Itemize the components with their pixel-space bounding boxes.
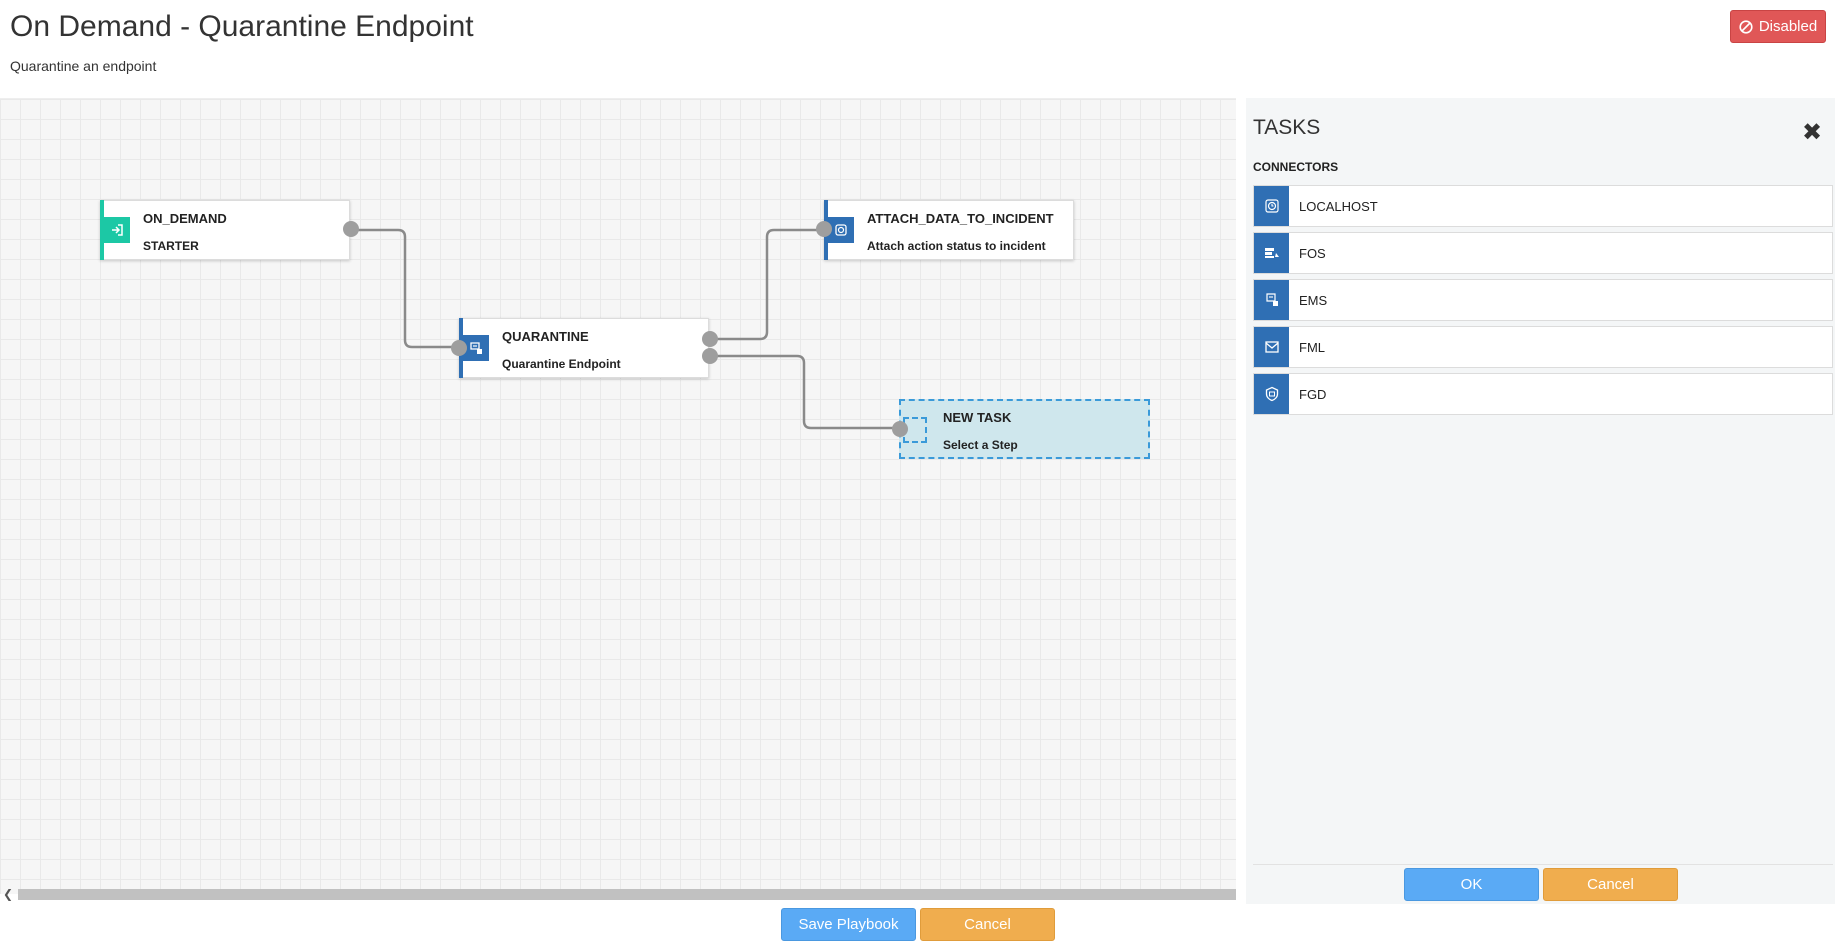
- page-subtitle: Quarantine an endpoint: [10, 58, 157, 74]
- connector-label: FOS: [1299, 245, 1326, 261]
- connector-item-fml[interactable]: FML: [1253, 326, 1833, 368]
- panel-divider: [1253, 864, 1833, 865]
- input-port[interactable]: [451, 340, 467, 356]
- connector-list: LOCALHOST FOS EMS FML FGD: [1253, 185, 1833, 420]
- connector-label: FML: [1299, 339, 1325, 355]
- node-on-demand[interactable]: ON_DEMAND STARTER: [100, 200, 359, 260]
- save-playbook-button[interactable]: Save Playbook: [781, 908, 916, 941]
- scrollbar-thumb[interactable]: [18, 889, 1236, 900]
- tasks-panel: TASKS ✖ CONNECTORS LOCALHOST FOS EMS FML: [1246, 98, 1835, 904]
- node-accent-bar: [100, 200, 104, 260]
- node-subtitle: STARTER: [143, 239, 199, 253]
- connector-item-fos[interactable]: FOS: [1253, 232, 1833, 274]
- node-title: QUARANTINE: [502, 329, 589, 344]
- input-port[interactable]: [892, 421, 908, 437]
- output-port[interactable]: [343, 221, 359, 237]
- clock-icon: [1254, 186, 1289, 226]
- input-port[interactable]: [816, 221, 832, 237]
- ban-icon: [1739, 19, 1753, 34]
- scroll-left-arrow-icon[interactable]: ❮: [2, 887, 14, 901]
- connector-label: LOCALHOST: [1299, 198, 1378, 214]
- node-attach-data-to-incident[interactable]: ATTACH_DATA_TO_INCIDENT Attach action st…: [816, 200, 1074, 260]
- node-new-task[interactable]: NEW TASK Select a Step: [892, 399, 1150, 459]
- ems-shield-icon: [1254, 280, 1289, 320]
- section-label-connectors: CONNECTORS: [1253, 160, 1339, 174]
- node-title: NEW TASK: [943, 410, 1012, 425]
- canvas-horizontal-scrollbar[interactable]: ❮: [0, 886, 1236, 902]
- wire-quarantine-to-attach: [712, 228, 818, 341]
- cancel-button[interactable]: Cancel: [920, 908, 1055, 941]
- wire-quarantine-to-new-task: [712, 354, 893, 430]
- node-subtitle: Attach action status to incident: [867, 239, 1046, 253]
- wire-on-demand-to-quarantine: [350, 228, 452, 349]
- page-footer: Save Playbook Cancel: [0, 904, 1835, 941]
- firewall-icon: [1254, 233, 1289, 273]
- page-title: On Demand - Quarantine Endpoint: [10, 10, 474, 43]
- output-port-success[interactable]: [702, 331, 718, 347]
- panel-title: TASKS: [1253, 116, 1321, 139]
- page-header: On Demand - Quarantine Endpoint Quaranti…: [0, 0, 1835, 98]
- output-port-failure[interactable]: [702, 348, 718, 364]
- panel-ok-button[interactable]: OK: [1404, 868, 1539, 901]
- node-title: ATTACH_DATA_TO_INCIDENT: [867, 211, 1054, 226]
- connector-item-localhost[interactable]: LOCALHOST: [1253, 185, 1833, 227]
- connector-item-ems[interactable]: EMS: [1253, 279, 1833, 321]
- shield-lock-icon: [463, 335, 489, 361]
- connector-label: FGD: [1299, 386, 1327, 402]
- connector-item-fgd[interactable]: FGD: [1253, 373, 1833, 415]
- close-icon[interactable]: ✖: [1802, 119, 1823, 146]
- panel-cancel-button[interactable]: Cancel: [1543, 868, 1678, 901]
- node-title: ON_DEMAND: [143, 211, 227, 226]
- node-subtitle: Select a Step: [943, 438, 1018, 452]
- mail-icon: [1254, 327, 1289, 367]
- connector-label: EMS: [1299, 292, 1328, 308]
- playbook-canvas[interactable]: ON_DEMAND STARTER QUARANTINE Quarantine …: [0, 98, 1236, 894]
- status-badge[interactable]: Disabled: [1730, 10, 1826, 43]
- node-subtitle: Quarantine Endpoint: [502, 357, 621, 371]
- node-quarantine[interactable]: QUARANTINE Quarantine Endpoint: [451, 318, 718, 378]
- gear-clock-icon: [828, 217, 854, 243]
- status-badge-label: Disabled: [1758, 18, 1818, 35]
- guard-shield-icon: [1254, 374, 1289, 414]
- login-icon: [104, 217, 130, 243]
